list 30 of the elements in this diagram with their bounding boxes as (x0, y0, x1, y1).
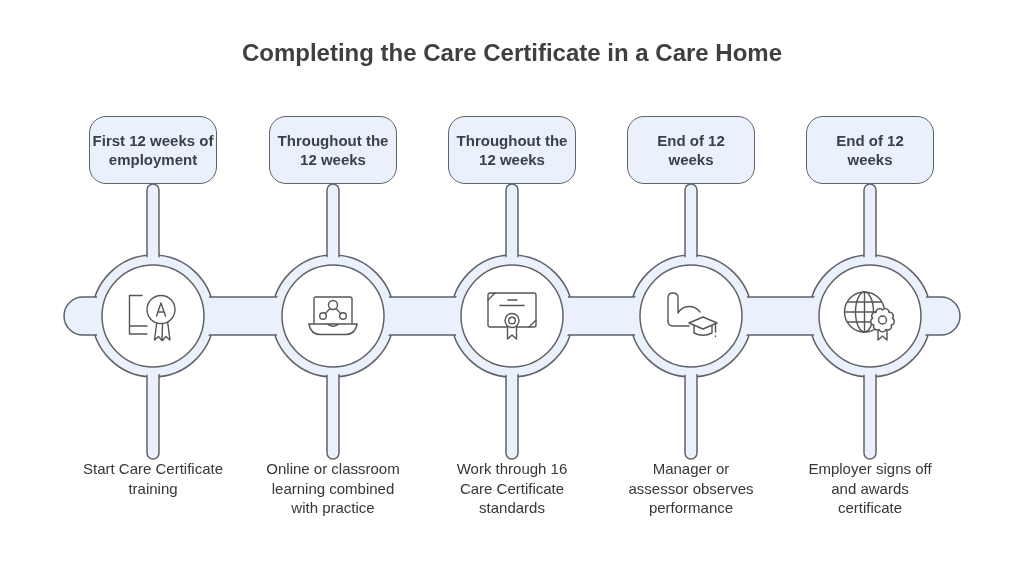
connector-stem (505, 183, 519, 259)
timeline-bar (746, 296, 815, 336)
time-period-box (627, 116, 755, 184)
time-period-label: End of 12 weeks (656, 131, 726, 169)
timeline-bar (388, 296, 457, 336)
connector-stem (505, 373, 519, 460)
connector-stem (146, 373, 160, 460)
time-period-box (448, 116, 576, 184)
connector-stem (146, 183, 160, 259)
connector-stem (684, 373, 698, 460)
time-period-label: End of 12 weeks (835, 131, 905, 169)
time-period-box (89, 116, 217, 184)
diagram-title: Completing the Care Certificate in a Care Home (240, 38, 784, 68)
step-description: Start Care Certificate training (78, 459, 228, 498)
step-description: Online or classroom learning combined with practice (260, 459, 406, 518)
connector-stem (326, 373, 340, 460)
connector-stem (684, 183, 698, 259)
connector-stem (326, 183, 340, 259)
time-period-label: Throughout the 12 weeks (276, 131, 390, 169)
time-period-box (269, 116, 397, 184)
timeline-bar (208, 296, 278, 336)
timeline-bar (567, 296, 636, 336)
time-period-box (806, 116, 934, 184)
time-period-label: First 12 weeks of employment (91, 131, 215, 169)
step-description: Employer signs off and awards certificate (805, 459, 935, 518)
connector-stem (863, 183, 877, 259)
time-period-label: Throughout the 12 weeks (455, 131, 569, 169)
step-description: Work through 16 Care Certificate standards (444, 459, 580, 518)
connector-stem (863, 373, 877, 460)
step-description: Manager or assessor observes performance (626, 459, 756, 518)
